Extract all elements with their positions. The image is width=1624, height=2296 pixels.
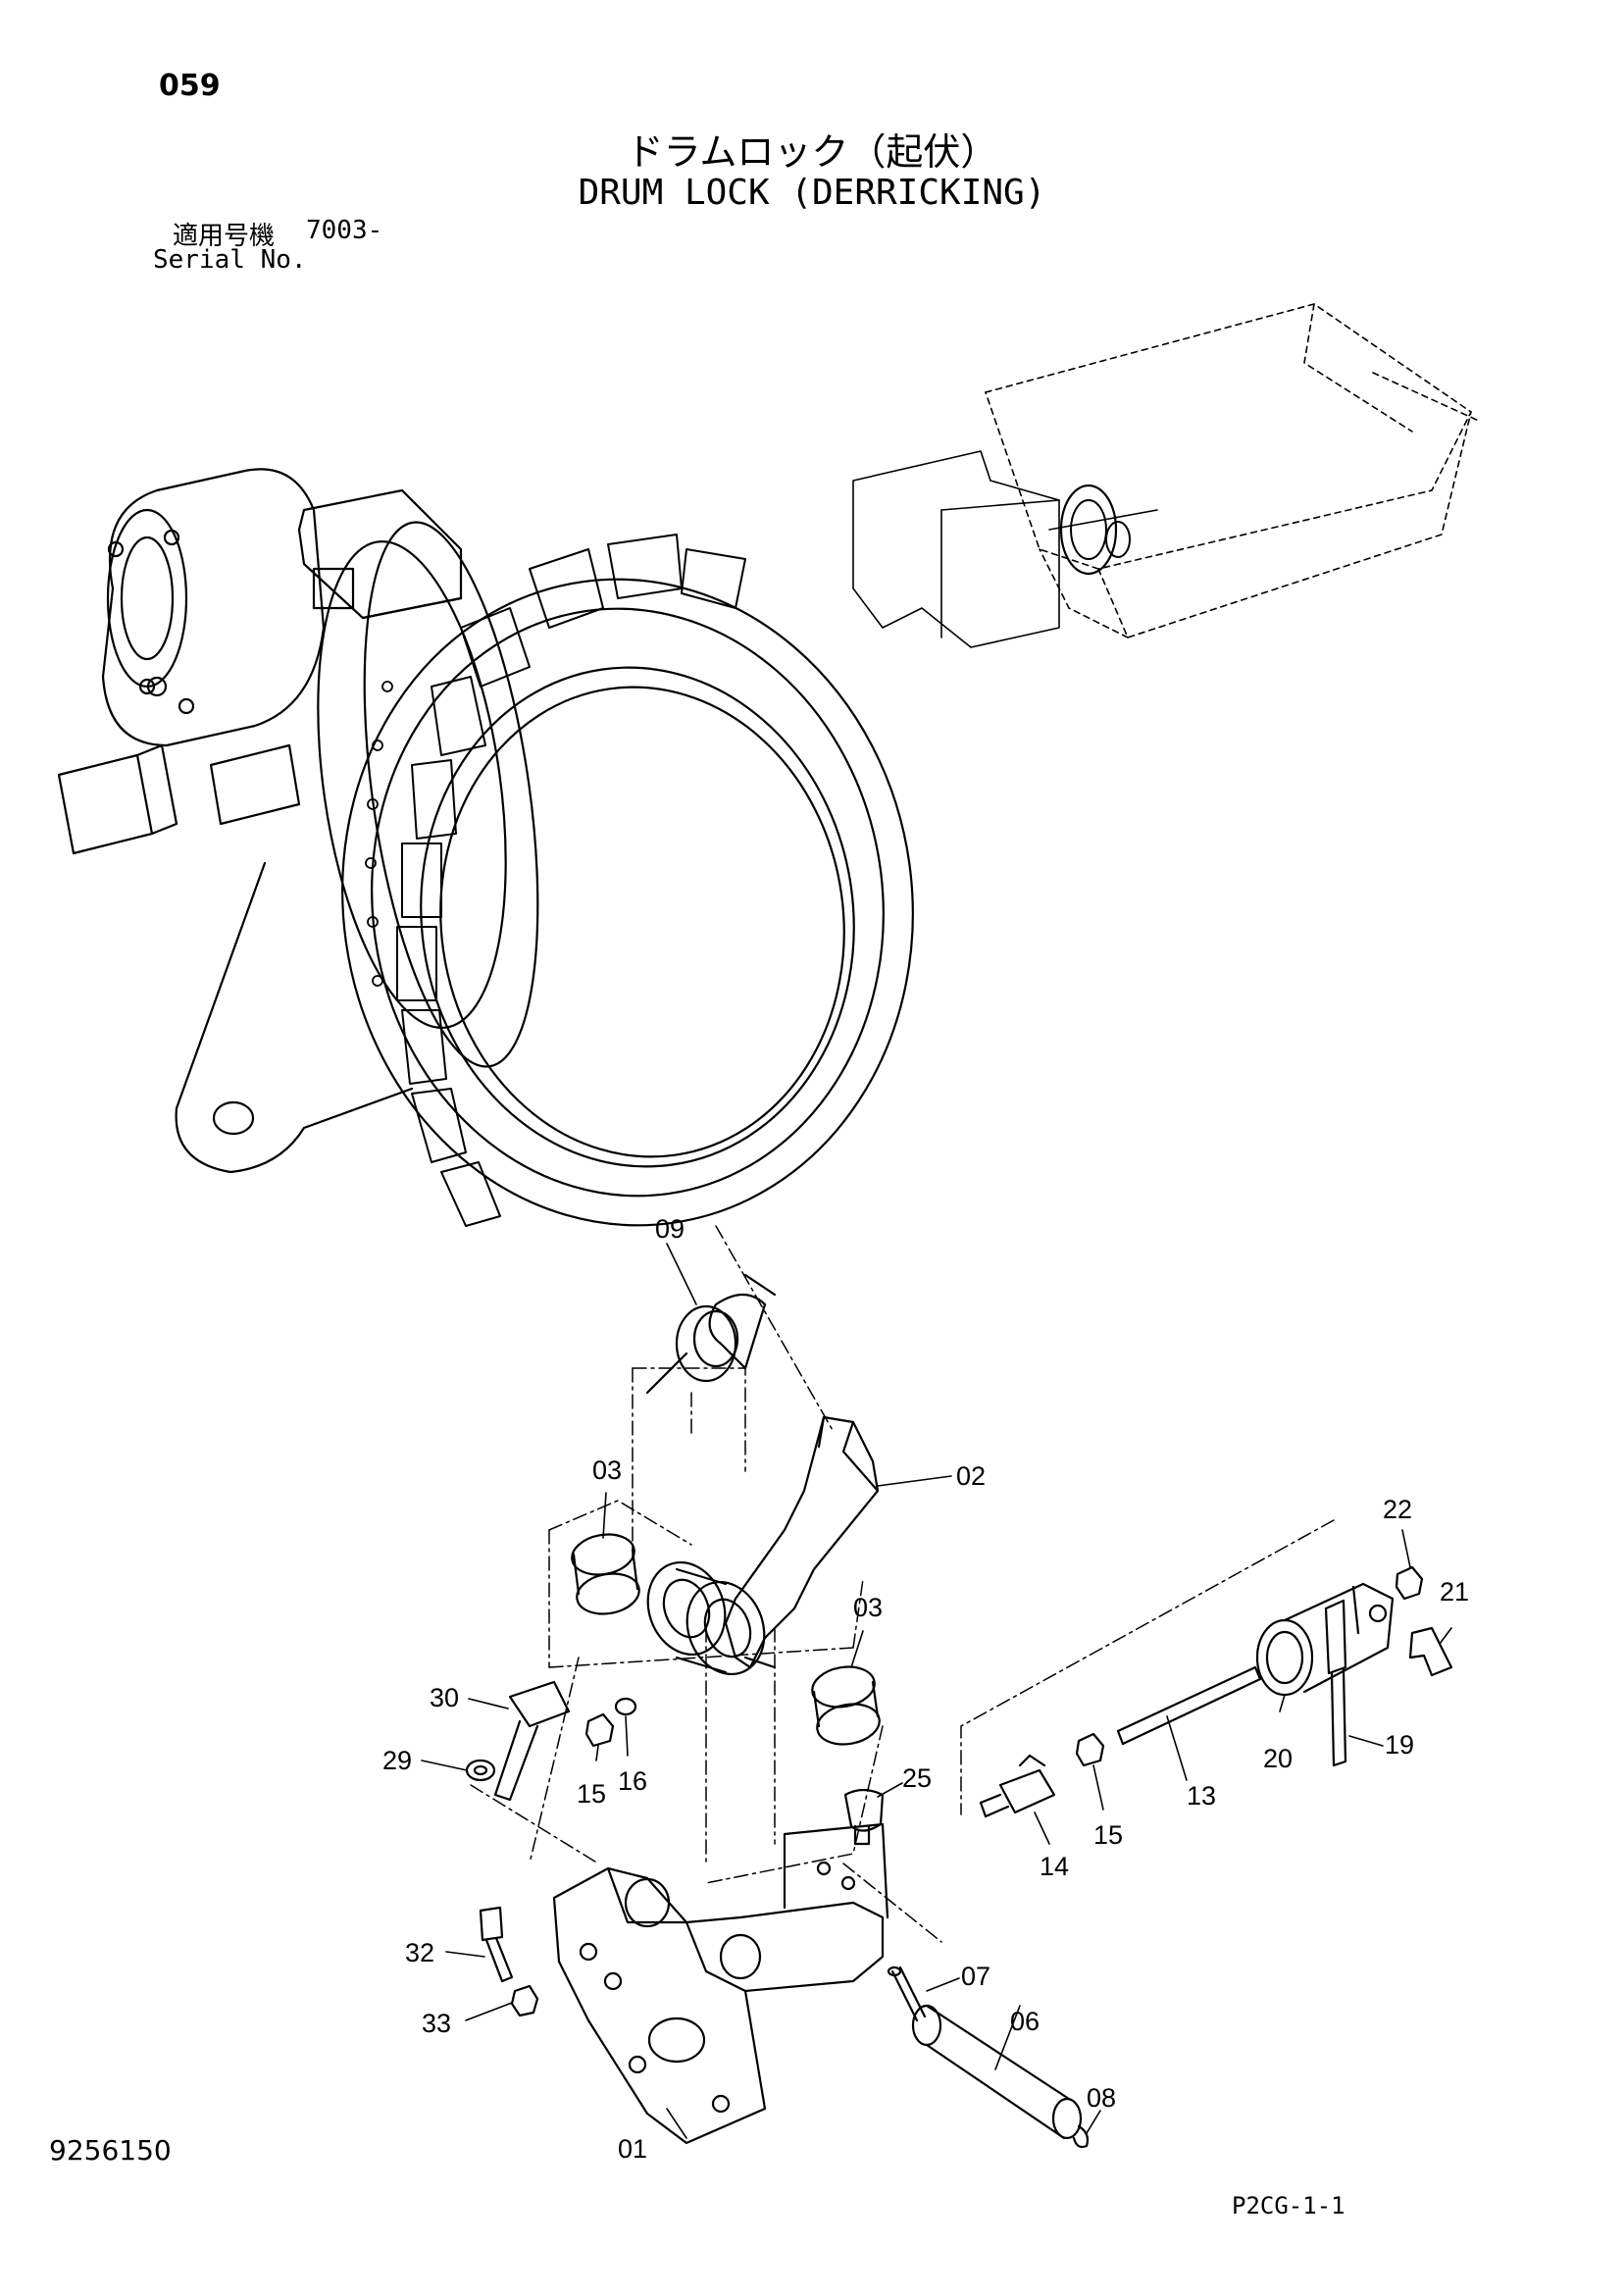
callout-03-left: 03	[592, 1455, 622, 1485]
callout-01: 01	[618, 2134, 647, 2164]
callout-20: 20	[1263, 1744, 1293, 1773]
part-30-bolt	[493, 1680, 571, 1802]
part-15-nut-right	[1075, 1732, 1105, 1767]
callout-15-left: 15	[577, 1779, 606, 1809]
part-21-elbow	[1408, 1626, 1453, 1677]
callout-16: 16	[618, 1766, 647, 1796]
part-03-bushing-left	[571, 1533, 640, 1615]
part-08-snap-pin	[1072, 2124, 1090, 2149]
callout-09: 09	[655, 1214, 685, 1244]
part-13-rod	[1116, 1665, 1262, 1746]
callout-29: 29	[382, 1746, 412, 1775]
part-25-grease-cap	[843, 1788, 885, 1846]
assembly-leaders	[470, 1225, 1335, 1943]
part-20-cylinder	[1255, 1582, 1395, 1697]
serial-label-japanese: 適用号機	[173, 222, 276, 251]
callout-13: 13	[1187, 1781, 1216, 1811]
callout-08: 08	[1087, 2083, 1116, 2113]
callout-03-right: 03	[853, 1593, 883, 1622]
callout-25: 25	[902, 1763, 932, 1793]
page-number: 059	[159, 69, 221, 103]
serial-value: 7003-	[306, 216, 383, 245]
callout-19: 19	[1385, 1730, 1414, 1760]
title-english: DRUM LOCK (DERRICKING)	[578, 173, 1046, 213]
winch-drum-assembly	[57, 468, 914, 1227]
part-02-lock-lever	[646, 1415, 880, 1676]
part-33-nut	[510, 1984, 539, 2017]
part-01-bracket	[552, 1822, 889, 2145]
callout-labels: 09 03 02 03 22 21 30 29 15 16 25 14 15 1…	[382, 1214, 1469, 2164]
part-09-spring	[645, 1273, 777, 1395]
serial-label-english: Serial No.	[153, 245, 307, 275]
callout-22: 22	[1383, 1495, 1412, 1524]
location-inset-frame	[852, 303, 1482, 648]
figure-code: P2CG-1-1	[1232, 2192, 1345, 2219]
part-32-bolt	[479, 1906, 514, 1983]
part-15-nut-left	[584, 1712, 615, 1748]
callout-07: 07	[961, 1962, 990, 1991]
part-16-washer	[614, 1697, 637, 1716]
callout-21: 21	[1440, 1577, 1469, 1607]
part-07-bolt	[887, 1965, 927, 2022]
part-14-grease-fitting	[979, 1754, 1056, 1818]
callout-06: 06	[1010, 2007, 1040, 2036]
callout-15-right: 15	[1093, 1820, 1123, 1850]
part-06-pin	[911, 2004, 1083, 2140]
callout-33: 33	[422, 2009, 451, 2038]
part-03-bushing-right	[811, 1665, 881, 1746]
document-number: 9256150	[49, 2134, 172, 2167]
callout-leaders	[421, 1243, 1452, 2139]
title-japanese: ドラムロック（起伏）	[626, 130, 998, 174]
part-19-bolt	[1324, 1599, 1347, 1767]
callout-30: 30	[430, 1683, 459, 1712]
part-22-plug	[1395, 1565, 1424, 1601]
callout-14: 14	[1040, 1852, 1069, 1881]
part-29-washer	[465, 1759, 496, 1782]
callout-32: 32	[405, 1938, 434, 1967]
callout-02: 02	[956, 1461, 986, 1491]
